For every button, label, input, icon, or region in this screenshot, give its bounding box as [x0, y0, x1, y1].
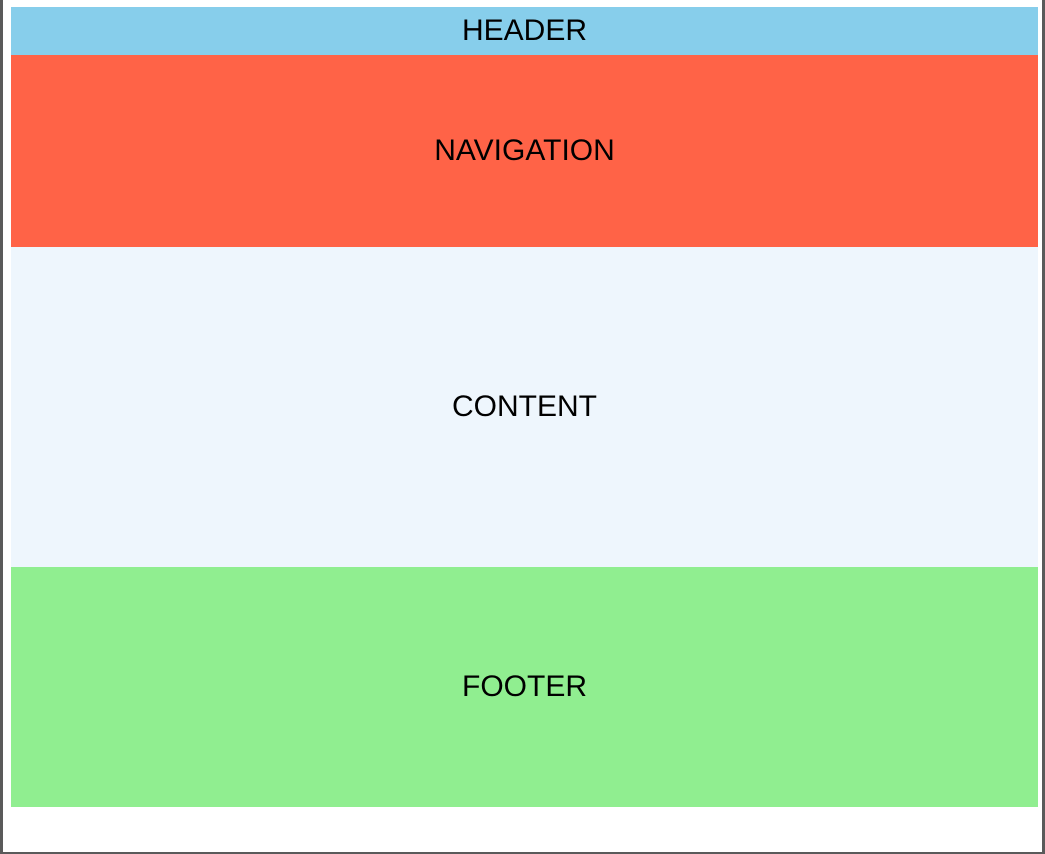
navigation-section: NAVIGATION	[11, 55, 1038, 247]
footer-section: FOOTER	[11, 567, 1038, 807]
footer-label: FOOTER	[462, 670, 587, 703]
page-layout: HEADER NAVIGATION CONTENT FOOTER	[11, 7, 1038, 807]
header-label: HEADER	[461, 14, 588, 47]
navigation-label: NAVIGATION	[434, 134, 615, 167]
content-section: CONTENT	[11, 247, 1038, 567]
content-label: CONTENT	[452, 390, 597, 423]
header-section: HEADER	[11, 7, 1038, 55]
